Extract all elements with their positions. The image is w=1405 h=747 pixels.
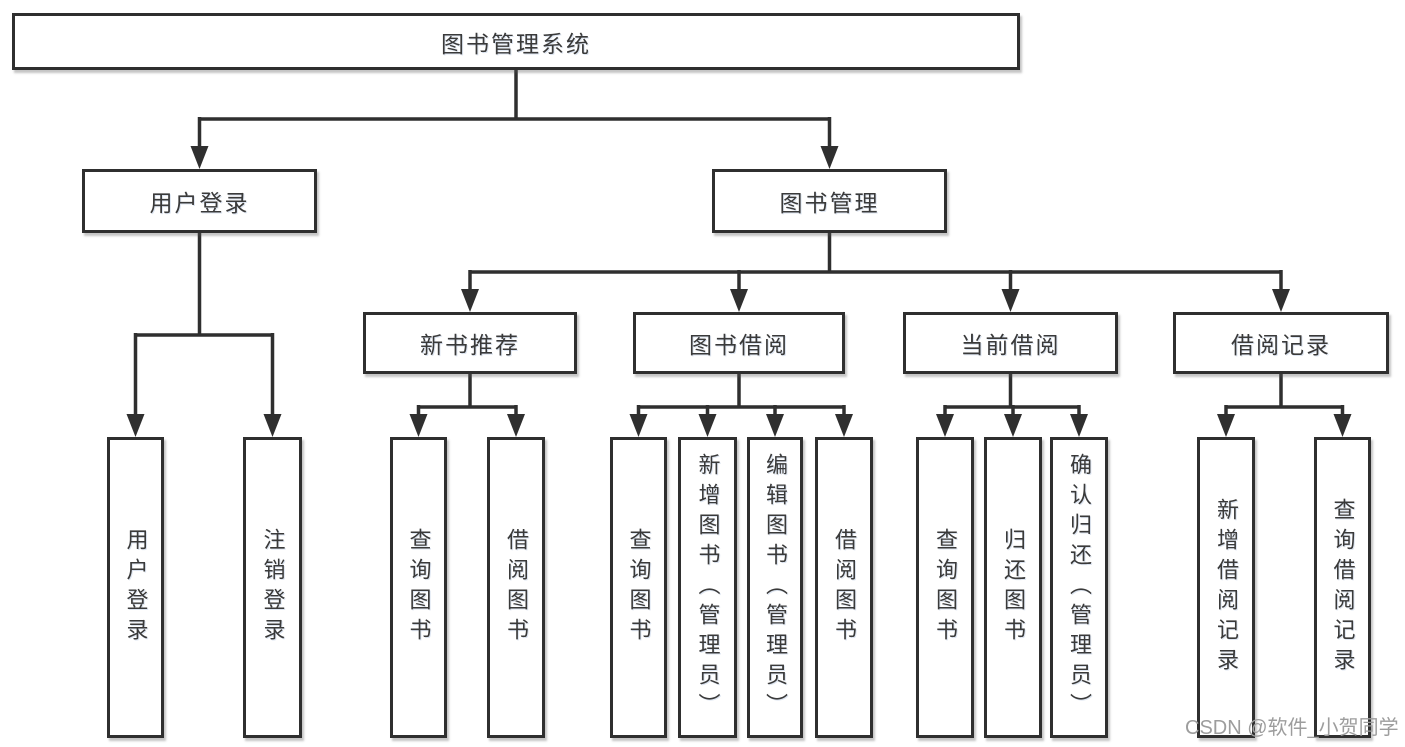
node-new-book-recommend-label: 新书推荐	[420, 332, 520, 358]
leaf-bb-query-books-label: 查询图书	[626, 527, 652, 648]
leaf-bb-add-books: 新增图书（管理员）	[678, 437, 737, 738]
node-user-login-label: 用户登录	[149, 190, 250, 216]
leaf-cb-return-books: 归还图书	[984, 437, 1042, 738]
node-user-login: 用户登录	[82, 169, 317, 233]
leaf-user-login-label: 用户登录	[123, 527, 149, 648]
node-book-borrowing-label: 图书借阅	[689, 332, 789, 358]
node-current-borrowing-label: 当前借阅	[960, 332, 1061, 358]
node-root-label: 图书管理系统	[441, 30, 591, 57]
leaf-br-add-record-label: 新增借阅记录	[1214, 497, 1239, 678]
watermark: CSDN @软件_小贺同学	[1185, 717, 1399, 739]
node-borrowing-records-label: 借阅记录	[1231, 332, 1331, 358]
leaf-cb-confirm-return: 确认归还（管理员）	[1050, 437, 1108, 738]
leaf-br-query-record-label: 查询借阅记录	[1330, 497, 1356, 678]
leaf-bb-add-books-label: 新增图书（管理员）	[695, 452, 721, 723]
leaf-nbr-query-books-label: 查询图书	[406, 527, 432, 648]
leaf-br-query-record: 查询借阅记录	[1314, 437, 1371, 738]
leaf-cb-return-books-label: 归还图书	[1001, 527, 1026, 648]
leaf-bb-edit-books-label: 编辑图书（管理员）	[763, 452, 788, 723]
leaf-logout: 注销登录	[243, 437, 302, 738]
leaf-bb-edit-books: 编辑图书（管理员）	[747, 437, 803, 738]
leaf-user-login: 用户登录	[107, 437, 164, 738]
leaf-nbr-query-books: 查询图书	[390, 437, 447, 738]
leaf-cb-query-books-label: 查询图书	[933, 527, 958, 648]
leaf-nbr-borrow-books-label: 借阅图书	[504, 527, 529, 648]
leaf-bb-borrow-books-label: 借阅图书	[832, 527, 857, 648]
leaf-bb-query-books: 查询图书	[610, 437, 667, 738]
node-book-borrowing: 图书借阅	[633, 312, 845, 374]
node-current-borrowing: 当前借阅	[903, 312, 1118, 374]
node-root: 图书管理系统	[12, 13, 1020, 70]
leaf-bb-borrow-books: 借阅图书	[815, 437, 873, 738]
leaf-cb-confirm-return-label: 确认归还（管理员）	[1067, 452, 1092, 723]
leaf-logout-label: 注销登录	[260, 527, 286, 648]
node-new-book-recommend: 新书推荐	[363, 312, 577, 374]
leaf-br-add-record: 新增借阅记录	[1197, 437, 1255, 738]
leaf-nbr-borrow-books: 借阅图书	[487, 437, 545, 738]
node-book-management-label: 图书管理	[779, 190, 880, 216]
node-book-management: 图书管理	[712, 169, 947, 233]
node-borrowing-records: 借阅记录	[1173, 312, 1389, 374]
leaf-cb-query-books: 查询图书	[916, 437, 974, 738]
